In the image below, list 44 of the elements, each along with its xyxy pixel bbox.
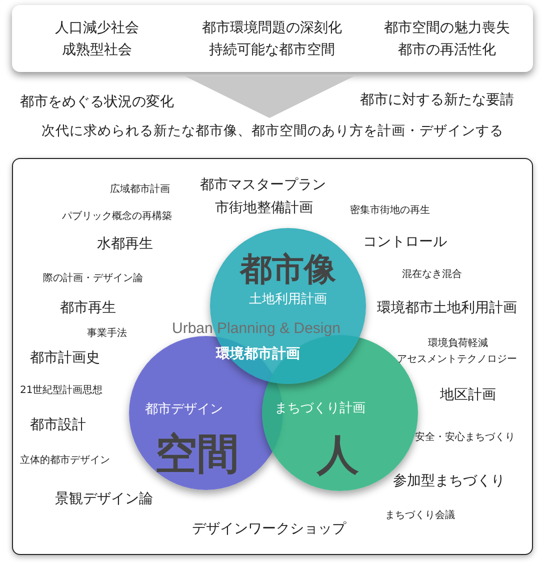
keyword-label: 広域都市計画	[110, 182, 170, 196]
context-item: 都市の再活性化	[398, 40, 496, 58]
circle-title: 人	[317, 429, 359, 481]
keyword-label: 21世紀型計画思想	[20, 384, 103, 397]
keyword-label: 立体的都市デザイン	[20, 454, 110, 467]
keyword-label: 水都再生	[97, 235, 153, 253]
keyword-label: 都市に対する新たな要請	[360, 91, 514, 109]
circle-title: 都市像	[240, 249, 336, 290]
circle-subtitle: 土地利用計画	[249, 291, 327, 308]
keyword-label: 都市をめぐる状況の変化	[20, 93, 174, 111]
circle-subtitle: まちづくり計画	[274, 400, 366, 417]
context-panel	[12, 5, 533, 72]
center-label: 環境都市計画	[216, 345, 300, 363]
goal-statement: 次代に求められる新たな都市像、都市空間のあり方を計画・デザインする	[0, 122, 545, 140]
keyword-label: 都市設計	[30, 416, 86, 434]
keyword-label: 事業手法	[87, 326, 127, 340]
circle-title: 空間	[155, 428, 239, 480]
keyword-label: 景観デザイン論	[55, 490, 153, 508]
context-item: 成熟型社会	[62, 40, 132, 58]
keyword-label: パブリック概念の再構築	[62, 210, 172, 223]
keyword-label: 参加型まちづくり	[393, 472, 505, 490]
keyword-label: 際の計画・デザイン論	[43, 272, 143, 285]
keyword-label: 地区計画	[440, 386, 496, 404]
keyword-label: まちづくり会議	[385, 508, 455, 522]
keyword-label: 都市マスタープラン	[200, 176, 326, 194]
keyword-label: デザインワークショップ	[192, 520, 346, 538]
context-item: 都市空間の魅力喪失	[384, 18, 510, 36]
concept-panel	[12, 158, 533, 555]
context-item: 都市環境問題の深刻化	[202, 18, 342, 36]
chevron-arrow	[184, 76, 354, 118]
keyword-label: 安全・安心まちづくり	[415, 430, 515, 444]
keyword-label: 市街地整備計画	[215, 199, 313, 217]
keyword-label: 環境都市土地利用計画	[377, 299, 517, 317]
keyword-label: 環境負荷軽減	[428, 336, 488, 350]
context-item: 持続可能な都市空間	[209, 40, 335, 58]
keyword-label: 密集市街地の再生	[350, 204, 430, 217]
watermark-caption: Urban Planning & Design	[172, 320, 340, 337]
keyword-label: アセスメントテクノロジー	[397, 353, 517, 366]
keyword-label: コントロール	[363, 233, 447, 251]
context-item: 人口減少社会	[55, 18, 139, 36]
keyword-label: 都市再生	[60, 299, 116, 317]
keyword-label: 混在なき混合	[402, 268, 462, 281]
circle-subtitle: 都市デザイン	[145, 401, 223, 418]
keyword-label: 都市計画史	[30, 349, 100, 367]
